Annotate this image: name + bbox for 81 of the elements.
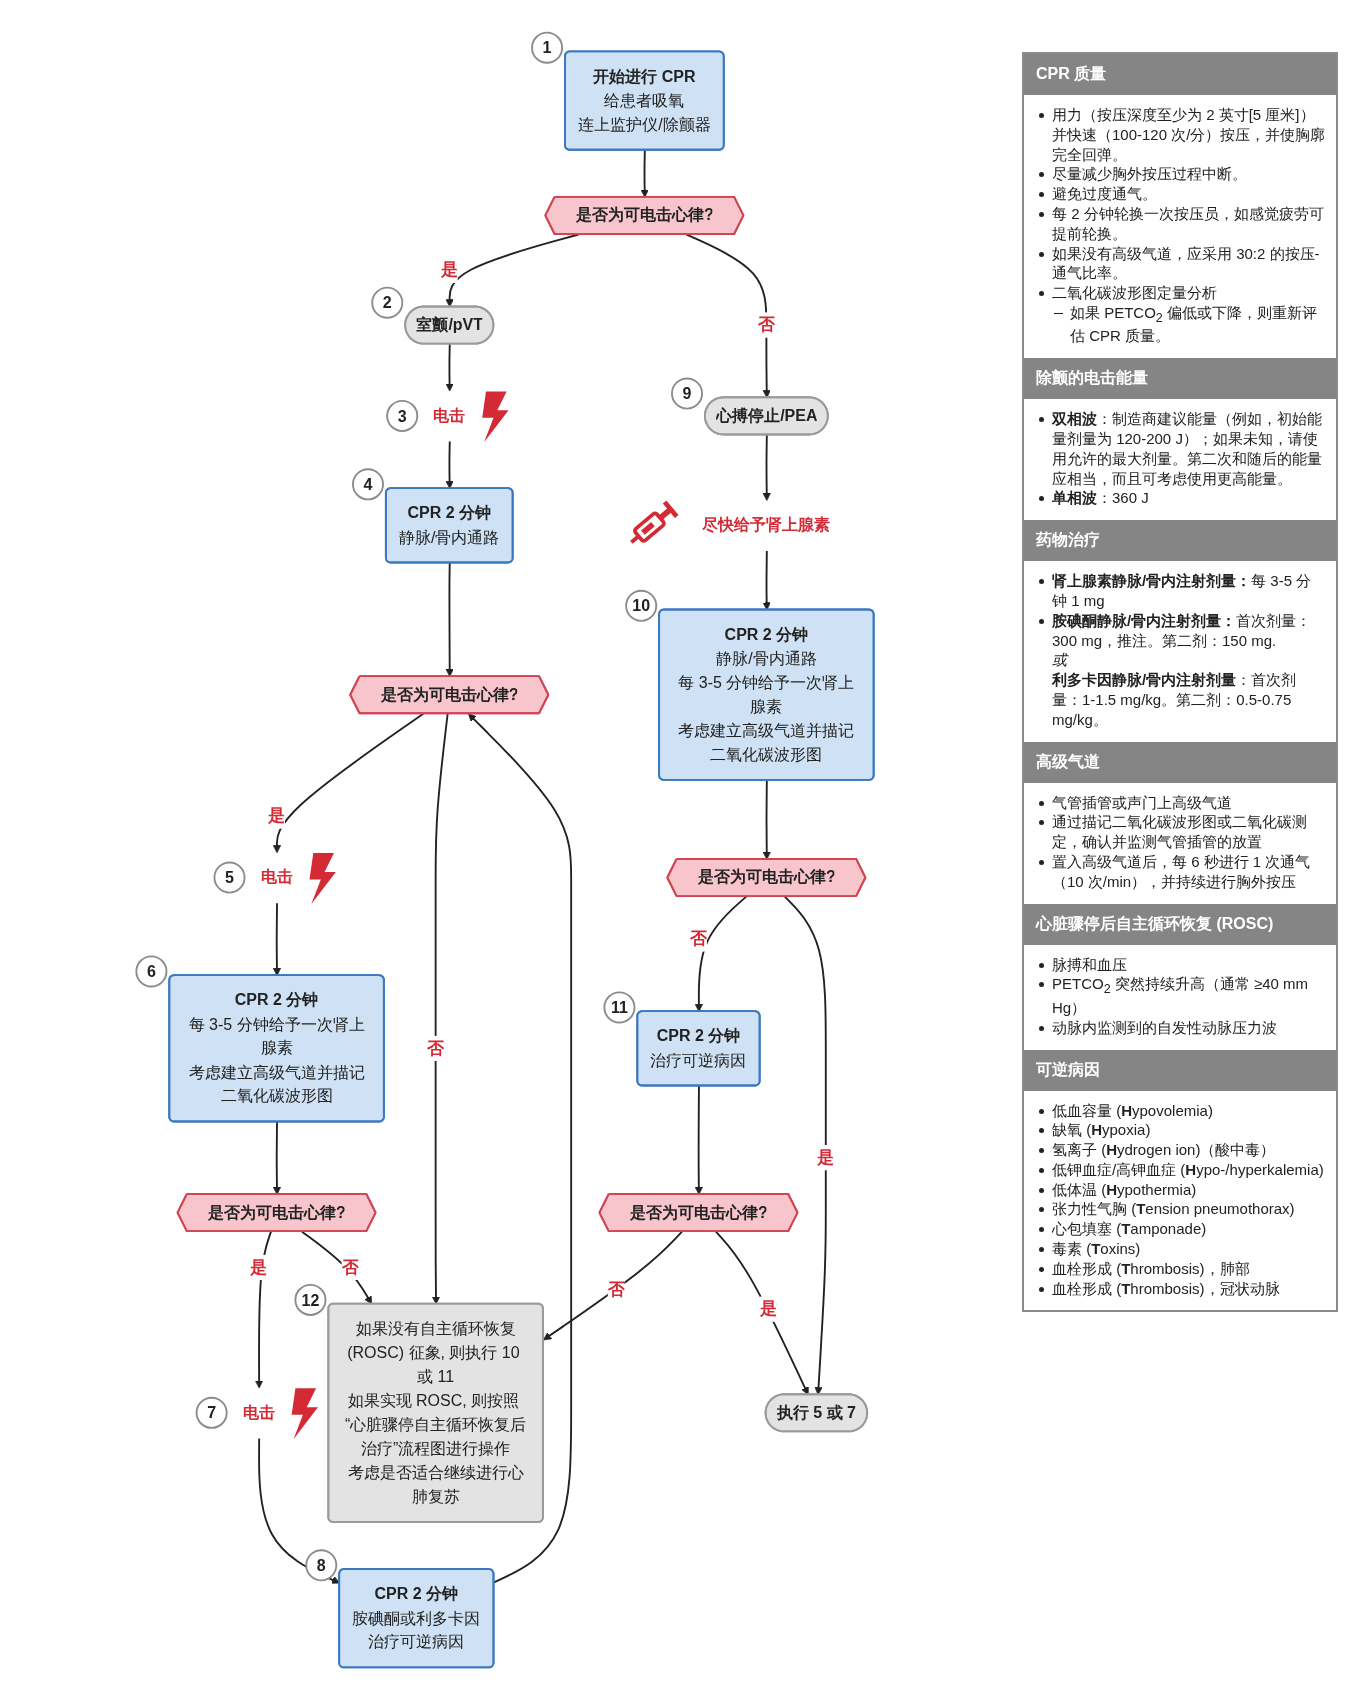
arrow bbox=[445, 562, 454, 677]
step-number: 1 bbox=[531, 31, 564, 64]
arrow bbox=[468, 713, 573, 1584]
list-item: 氢离子 (Hydrogen ion)（酸中毒） bbox=[1036, 1140, 1326, 1160]
node-text: 电击 bbox=[242, 1403, 275, 1422]
edge-label: 否 bbox=[757, 315, 775, 334]
list-item: PETCO$_{2}$ 突然持续升高（通常 ≥40 mm Hg） bbox=[1036, 974, 1326, 1018]
section-heading: 可逆病因 bbox=[1024, 1049, 1336, 1091]
edge-label: 是 bbox=[759, 1299, 777, 1319]
list-item: 单相波：360 J bbox=[1036, 488, 1326, 509]
list-item: 置入高级气道后，每 6 秒进行 1 次通气（10 次/min），并持续进行胸外按压 bbox=[1036, 852, 1326, 892]
list-item: 每 2 分钟轮换一次按压员，如感觉疲劳可提前轮换。 bbox=[1036, 204, 1326, 244]
list-item: 胺碘酮静脉/骨内注射剂量：首次剂量：300 mg，推注。第二剂：150 mg. bbox=[1036, 610, 1326, 651]
section-heading: 药物治疗 bbox=[1024, 520, 1336, 562]
list-item: 二氧化碳波形图定量分析 bbox=[1036, 283, 1326, 303]
section-heading: 高级气道 bbox=[1024, 741, 1336, 783]
list-item: 用力（按压深度至少为 2 英寸[5 厘米]）并快速（100-120 次/分）按压，并使胸廓完全回弹。 bbox=[1036, 105, 1326, 165]
step-number: 11 bbox=[603, 991, 636, 1024]
list-item: 低体温 (Hypothermia) bbox=[1036, 1179, 1326, 1200]
arrow bbox=[272, 1121, 282, 1195]
arrow bbox=[272, 712, 425, 854]
step-number: 10 bbox=[625, 589, 658, 622]
edge-label: 是 bbox=[250, 1257, 268, 1277]
list-item: 张力性气胸 (Tension pneumothorax) bbox=[1036, 1199, 1326, 1220]
arrow bbox=[762, 434, 771, 501]
arrow bbox=[694, 895, 748, 1012]
arrow bbox=[445, 233, 580, 308]
arrow bbox=[783, 895, 827, 1396]
step-number: 4 bbox=[352, 468, 384, 501]
step-number: 5 bbox=[213, 861, 246, 894]
list-item: 低血容量 (Hypovolemia) bbox=[1036, 1100, 1326, 1121]
edge-label: 是 bbox=[268, 806, 286, 826]
edge-label: 是 bbox=[817, 1147, 835, 1167]
step-number: 8 bbox=[305, 1549, 338, 1582]
list-item: 如果没有高级气道，应采用 30:2 的按压-通气比率。 bbox=[1036, 243, 1326, 284]
edge-label: 否 bbox=[607, 1279, 625, 1299]
arrow bbox=[714, 1230, 809, 1396]
step-number: 12 bbox=[294, 1283, 327, 1316]
list-item: 低钾血症/高钾血症 (Hypo-/hyperkalemia) bbox=[1036, 1159, 1326, 1180]
list-item: 毒素 (Toxins) bbox=[1036, 1239, 1326, 1259]
node-text: 尽快给予肾上腺素 bbox=[702, 516, 831, 534]
edge-label: 否 bbox=[690, 929, 707, 948]
list-item: 缺氧 (Hypoxia) bbox=[1036, 1120, 1326, 1141]
step-number: 2 bbox=[371, 286, 404, 319]
list-item: 双相波：制造商建议能量（例如，初始能量剂量为 120-200 J）；如果未知，请使用允许的最大剂量。第二次和随后的能量应相当，而且可考虑使用更高能量。 bbox=[1036, 409, 1326, 489]
arrow bbox=[445, 343, 454, 392]
section-heading: CPR 质量 bbox=[1024, 54, 1336, 95]
node-text: 电击 bbox=[260, 868, 293, 887]
step-number: 7 bbox=[195, 1396, 228, 1429]
list-item: 肾上腺素静脉/骨内注射剂量：每 3-5 分钟 1 mg bbox=[1036, 571, 1326, 611]
arrow bbox=[301, 1230, 373, 1305]
arrow bbox=[685, 233, 771, 399]
list-item: 脉搏和血压 bbox=[1036, 954, 1326, 975]
section-heading: 除颤的电击能量 bbox=[1024, 358, 1336, 400]
list-item: 血栓形成 (Thrombosis)，冠状动脉 bbox=[1036, 1278, 1326, 1299]
list-item: 气管插管或声门上高级气道 bbox=[1036, 792, 1326, 813]
list-item: 动脉内监测到的自发性动脉压力波 bbox=[1036, 1017, 1326, 1038]
arrow bbox=[762, 550, 771, 611]
edge-label: 是 bbox=[440, 260, 458, 280]
list-item: 通过描记二氧化碳波形图或二氧化碳测定，确认并监测气管插管的放置 bbox=[1036, 812, 1326, 852]
arrow bbox=[543, 1230, 683, 1341]
arrow bbox=[762, 779, 771, 860]
edge-label: 否 bbox=[341, 1257, 359, 1277]
arrow bbox=[431, 712, 449, 1305]
list-item: 利多卡因静脉/骨内注射剂量：首次剂量：1-1.5 mg/kg。第二剂：0.5-0.75 mg/kg。 bbox=[1051, 670, 1298, 730]
list-item: 血栓形成 (Thrombosis)，肺部 bbox=[1036, 1258, 1326, 1279]
arrow bbox=[640, 149, 649, 198]
list-item: 或 bbox=[1051, 650, 1070, 671]
list-item: 如果 PETCO$_{2}$ 偏低或下降，则重新评估 CPR 质量。 bbox=[1036, 302, 1326, 347]
list-item: 心包填塞 (Tamponade) bbox=[1036, 1219, 1326, 1240]
step-number: 3 bbox=[386, 399, 419, 432]
list-item: 尽量减少胸外按压过程中断。 bbox=[1036, 164, 1326, 185]
arrow bbox=[694, 1085, 703, 1195]
arrow bbox=[445, 440, 454, 489]
section-heading: 心脏骤停后自主循环恢复 (ROSC) bbox=[1024, 903, 1336, 945]
step-number: 9 bbox=[671, 377, 704, 410]
list-item: 避免过度通气。 bbox=[1036, 184, 1326, 204]
step-number: 6 bbox=[135, 955, 168, 988]
arrow bbox=[272, 902, 282, 976]
edge-label: 否 bbox=[427, 1038, 445, 1058]
node-text: 电击 bbox=[433, 406, 466, 425]
